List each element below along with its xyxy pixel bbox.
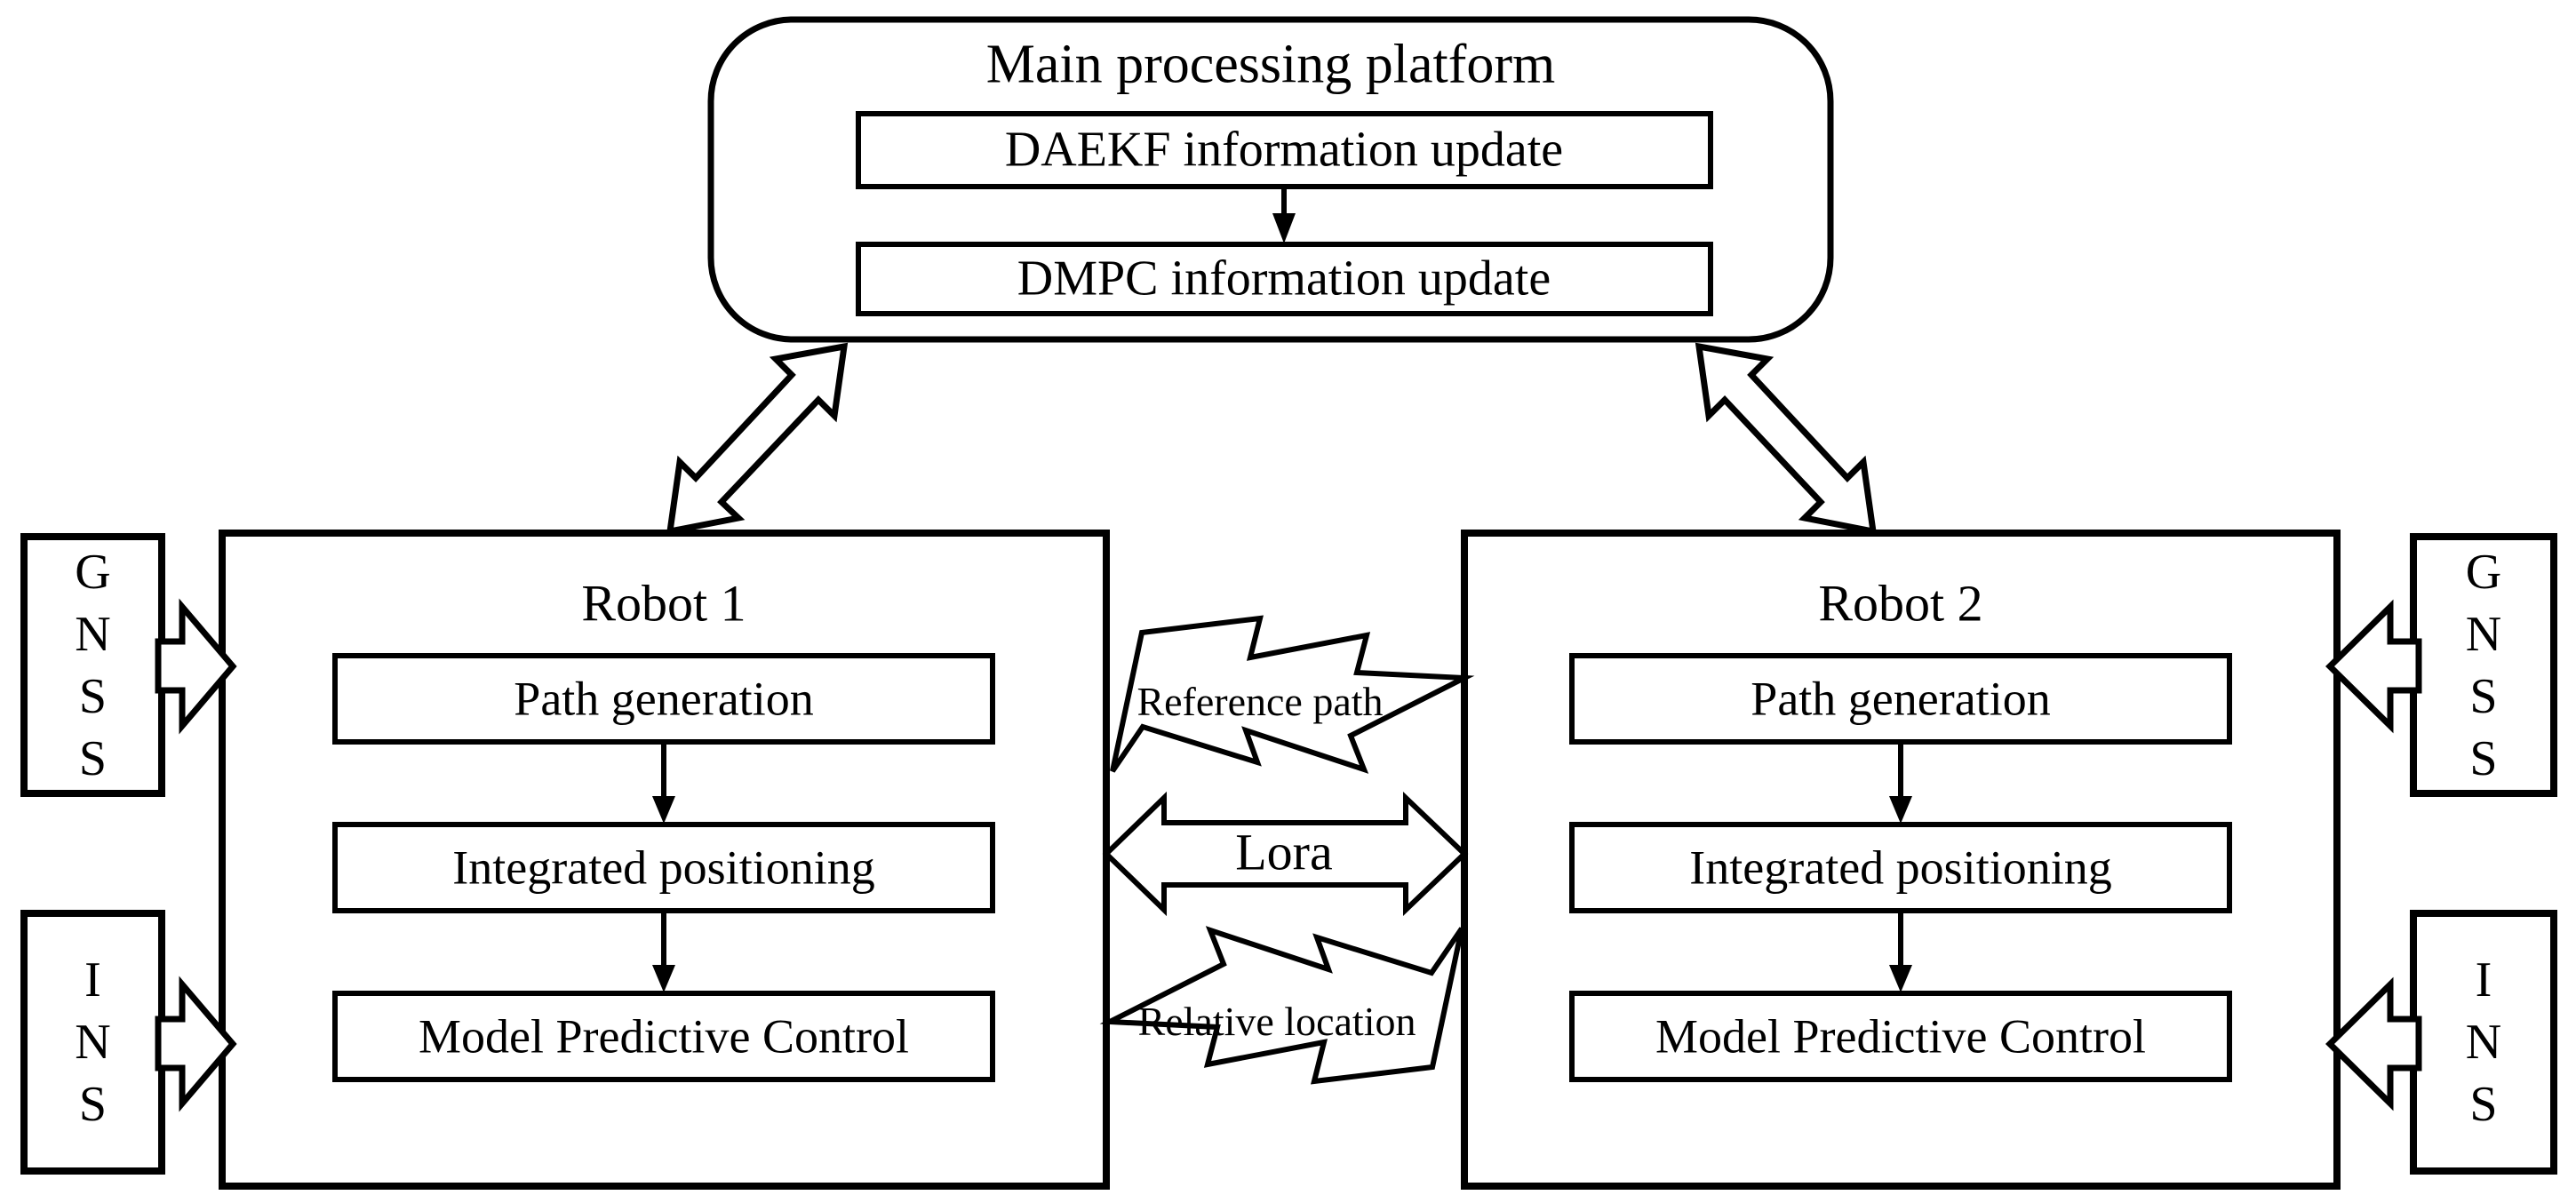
relative-location-label: Relative location — [1137, 998, 1416, 1044]
ins-left-label: I N S — [24, 913, 162, 1171]
robot2-mpc-label: Model Predictive Control — [1655, 1009, 2146, 1064]
gnss-left-label: G N S S — [24, 537, 162, 793]
dmpc-box — [856, 242, 1713, 316]
gnss-right-letter-2: N — [2465, 606, 2502, 662]
ins-left-arrow — [155, 976, 237, 1112]
daekf-to-dmpc-arrowhead — [1272, 213, 1296, 243]
robot1-mpc-label: Model Predictive Control — [419, 1009, 909, 1064]
robot1-mpc-box — [332, 991, 995, 1082]
ins-right-letter-1: I — [2475, 952, 2492, 1008]
robot2-title: Robot 2 — [1818, 574, 1983, 633]
robot1-flow-arrow2-head — [652, 965, 675, 992]
gnss-left-letter-1: G — [75, 544, 111, 600]
gnss-left-letter-4: S — [78, 730, 108, 786]
gnss-right-letter-3: S — [2469, 668, 2498, 724]
lora-double-arrow — [1102, 791, 1469, 917]
gnss-left-arrow — [155, 598, 237, 735]
ins-right-arrow — [2325, 976, 2422, 1111]
robot1-flow-arrow1-head — [652, 796, 675, 824]
platform-robot2-double-arrow — [1695, 342, 1878, 536]
robot2-mpc-box — [1569, 991, 2232, 1082]
ins-left-letter-1: I — [84, 952, 101, 1008]
gnss-right-letter-4: S — [2469, 730, 2498, 786]
gnss-left-box — [20, 533, 165, 797]
robot1-title: Robot 1 — [581, 574, 746, 633]
robot2-integrated-positioning-label: Integrated positioning — [1689, 841, 2112, 895]
robot2-path-generation-label: Path generation — [1751, 672, 2051, 726]
gnss-left-letter-2: N — [75, 606, 111, 662]
daekf-label: DAEKF information update — [1004, 122, 1564, 178]
gnss-right-letter-1: G — [2465, 544, 2502, 600]
ins-right-letter-3: S — [2469, 1077, 2498, 1132]
robot1-integrated-positioning-box — [332, 822, 995, 913]
ins-left-letter-2: N — [75, 1015, 111, 1070]
robot1-integrated-positioning-label: Integrated positioning — [452, 841, 875, 895]
lora-label: Lora — [1235, 823, 1333, 881]
relative-location-lightning-bolt — [1099, 926, 1464, 1085]
gnss-right-label: G N S S — [2413, 537, 2554, 793]
daekf-box — [856, 111, 1713, 189]
robot1-path-generation-label: Path generation — [514, 672, 814, 726]
reference-path-label: Reference path — [1136, 678, 1384, 724]
gnss-left-letter-3: S — [78, 668, 108, 724]
gnss-right-arrow — [2325, 599, 2422, 734]
robot2-flow-arrow1-head — [1889, 796, 1912, 824]
main-platform-title: Main processing platform — [985, 34, 1556, 95]
robot2-integrated-positioning-box — [1569, 822, 2232, 913]
robot2-path-generation-box — [1569, 653, 2232, 745]
ins-right-letter-2: N — [2465, 1015, 2502, 1070]
ins-left-letter-3: S — [78, 1077, 108, 1132]
robot2-flow-arrow2-head — [1889, 965, 1912, 992]
platform-robot1-double-arrow — [666, 342, 849, 536]
robot1-path-generation-box — [332, 653, 995, 745]
dmpc-label: DMPC information update — [1017, 251, 1551, 307]
reference-path-lightning-bolt — [1110, 615, 1475, 774]
ins-right-label: I N S — [2413, 913, 2554, 1171]
